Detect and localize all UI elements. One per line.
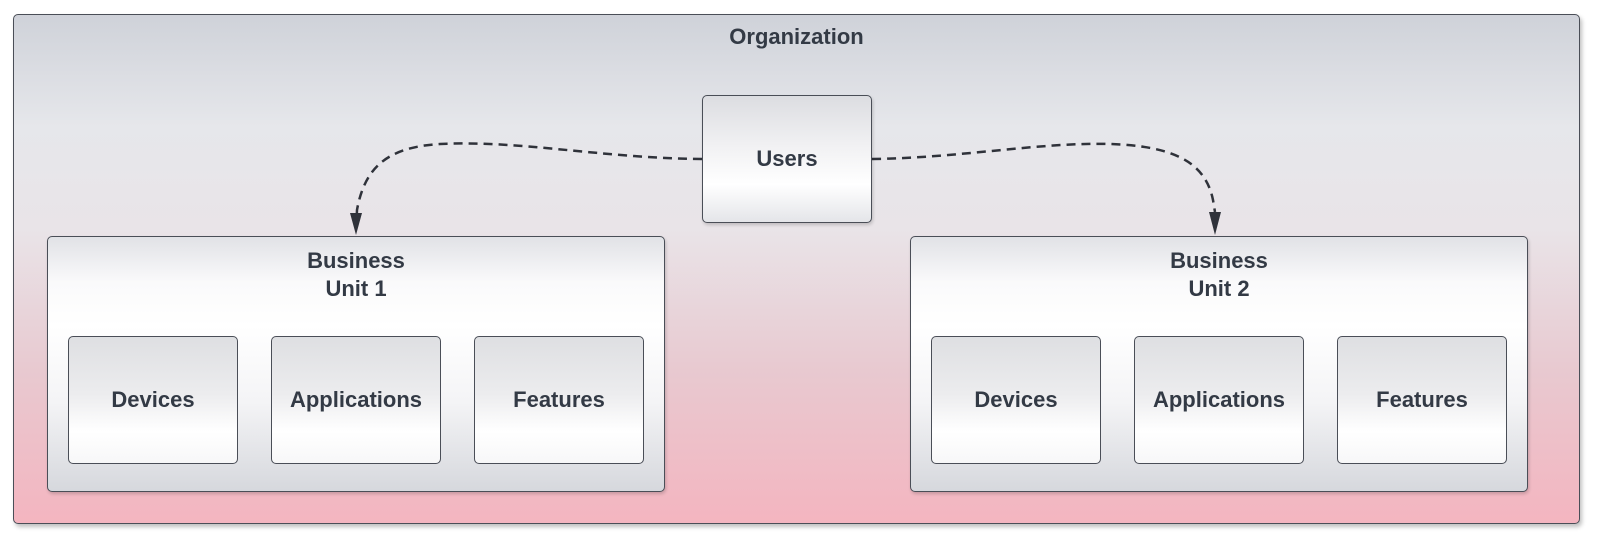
bu2-applications-label: Applications bbox=[1152, 387, 1285, 412]
business-unit-2-title-line2: Unit 2 bbox=[1188, 276, 1250, 301]
business-unit-2-title: Business Unit 2 bbox=[911, 247, 1527, 303]
business-unit-2[interactable]: Business Unit 2 Devices Applications Fea… bbox=[910, 236, 1528, 492]
business-unit-2-title-line1: Business bbox=[1170, 248, 1268, 273]
bu1-applications-box[interactable]: Applications bbox=[271, 336, 441, 464]
bu1-devices-label: Devices bbox=[111, 387, 195, 412]
bu2-devices-box[interactable]: Devices bbox=[931, 336, 1101, 464]
bu1-features-box[interactable]: Features bbox=[474, 336, 644, 464]
business-unit-1-title-line2: Unit 1 bbox=[325, 276, 387, 301]
users-box[interactable]: Users bbox=[702, 95, 872, 223]
business-unit-1[interactable]: Business Unit 1 Devices Applications Fea… bbox=[47, 236, 665, 492]
bu2-applications-box[interactable]: Applications bbox=[1134, 336, 1304, 464]
bu2-features-label: Features bbox=[1376, 387, 1468, 412]
bu1-devices-box[interactable]: Devices bbox=[68, 336, 238, 464]
users-label: Users bbox=[756, 146, 818, 171]
organization-title: Organization bbox=[729, 24, 864, 49]
business-unit-1-title-line1: Business bbox=[307, 248, 405, 273]
business-unit-1-title: Business Unit 1 bbox=[48, 247, 664, 303]
bu2-devices-label: Devices bbox=[974, 387, 1058, 412]
bu1-features-label: Features bbox=[513, 387, 605, 412]
bu1-applications-label: Applications bbox=[289, 387, 422, 412]
bu2-features-box[interactable]: Features bbox=[1337, 336, 1507, 464]
